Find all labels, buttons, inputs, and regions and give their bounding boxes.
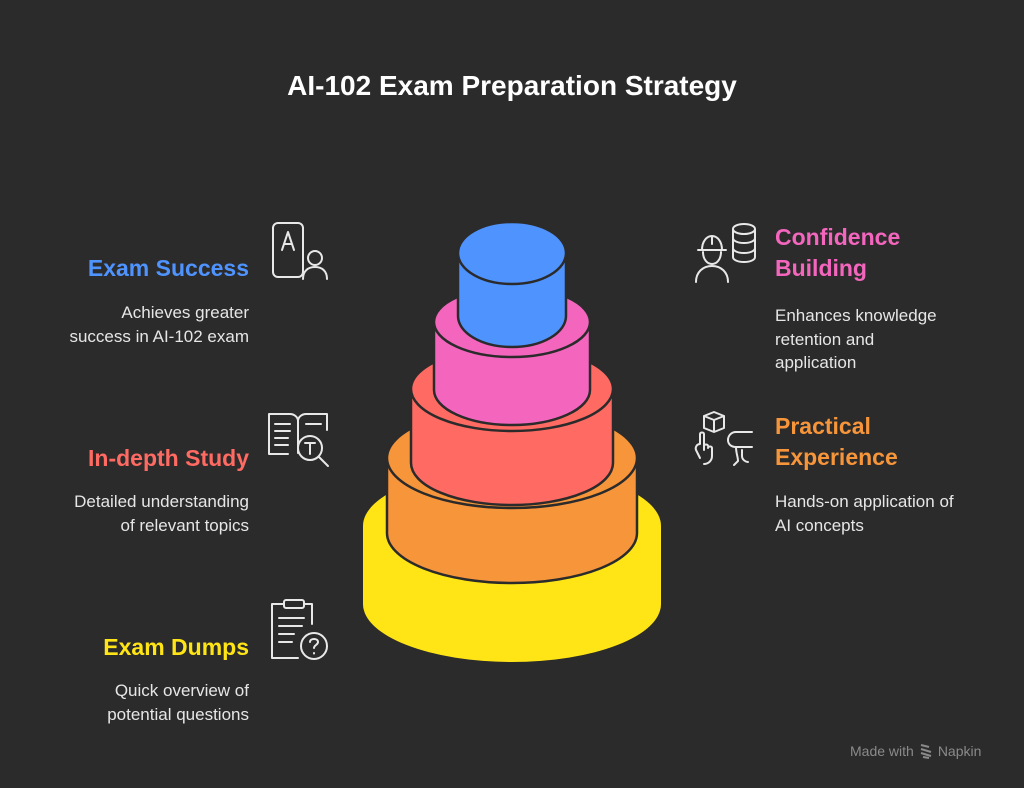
worker-database-icon: [694, 220, 758, 284]
exam-success-heading: Exam Success: [87, 255, 249, 281]
exam-dumps-heading: Exam Dumps: [103, 634, 249, 660]
book-search-icon: [266, 408, 330, 472]
napkin-brand-label: Napkin: [937, 743, 982, 759]
made-with-napkin-badge[interactable]: Made with Napkin: [850, 743, 981, 759]
clipboard-question-icon: [266, 598, 330, 662]
tier-top: [456, 220, 568, 286]
napkin-logo-icon: [920, 744, 932, 759]
in-depth-study-heading: In-depth Study: [88, 445, 249, 471]
page-title: AI-102 Exam Preparation Strategy: [287, 70, 737, 101]
tier-exam-success: [456, 220, 568, 349]
hands-on-vr-icon: [692, 410, 756, 474]
exam-user-icon: [268, 220, 332, 284]
made-with-label: Made with: [850, 743, 914, 759]
